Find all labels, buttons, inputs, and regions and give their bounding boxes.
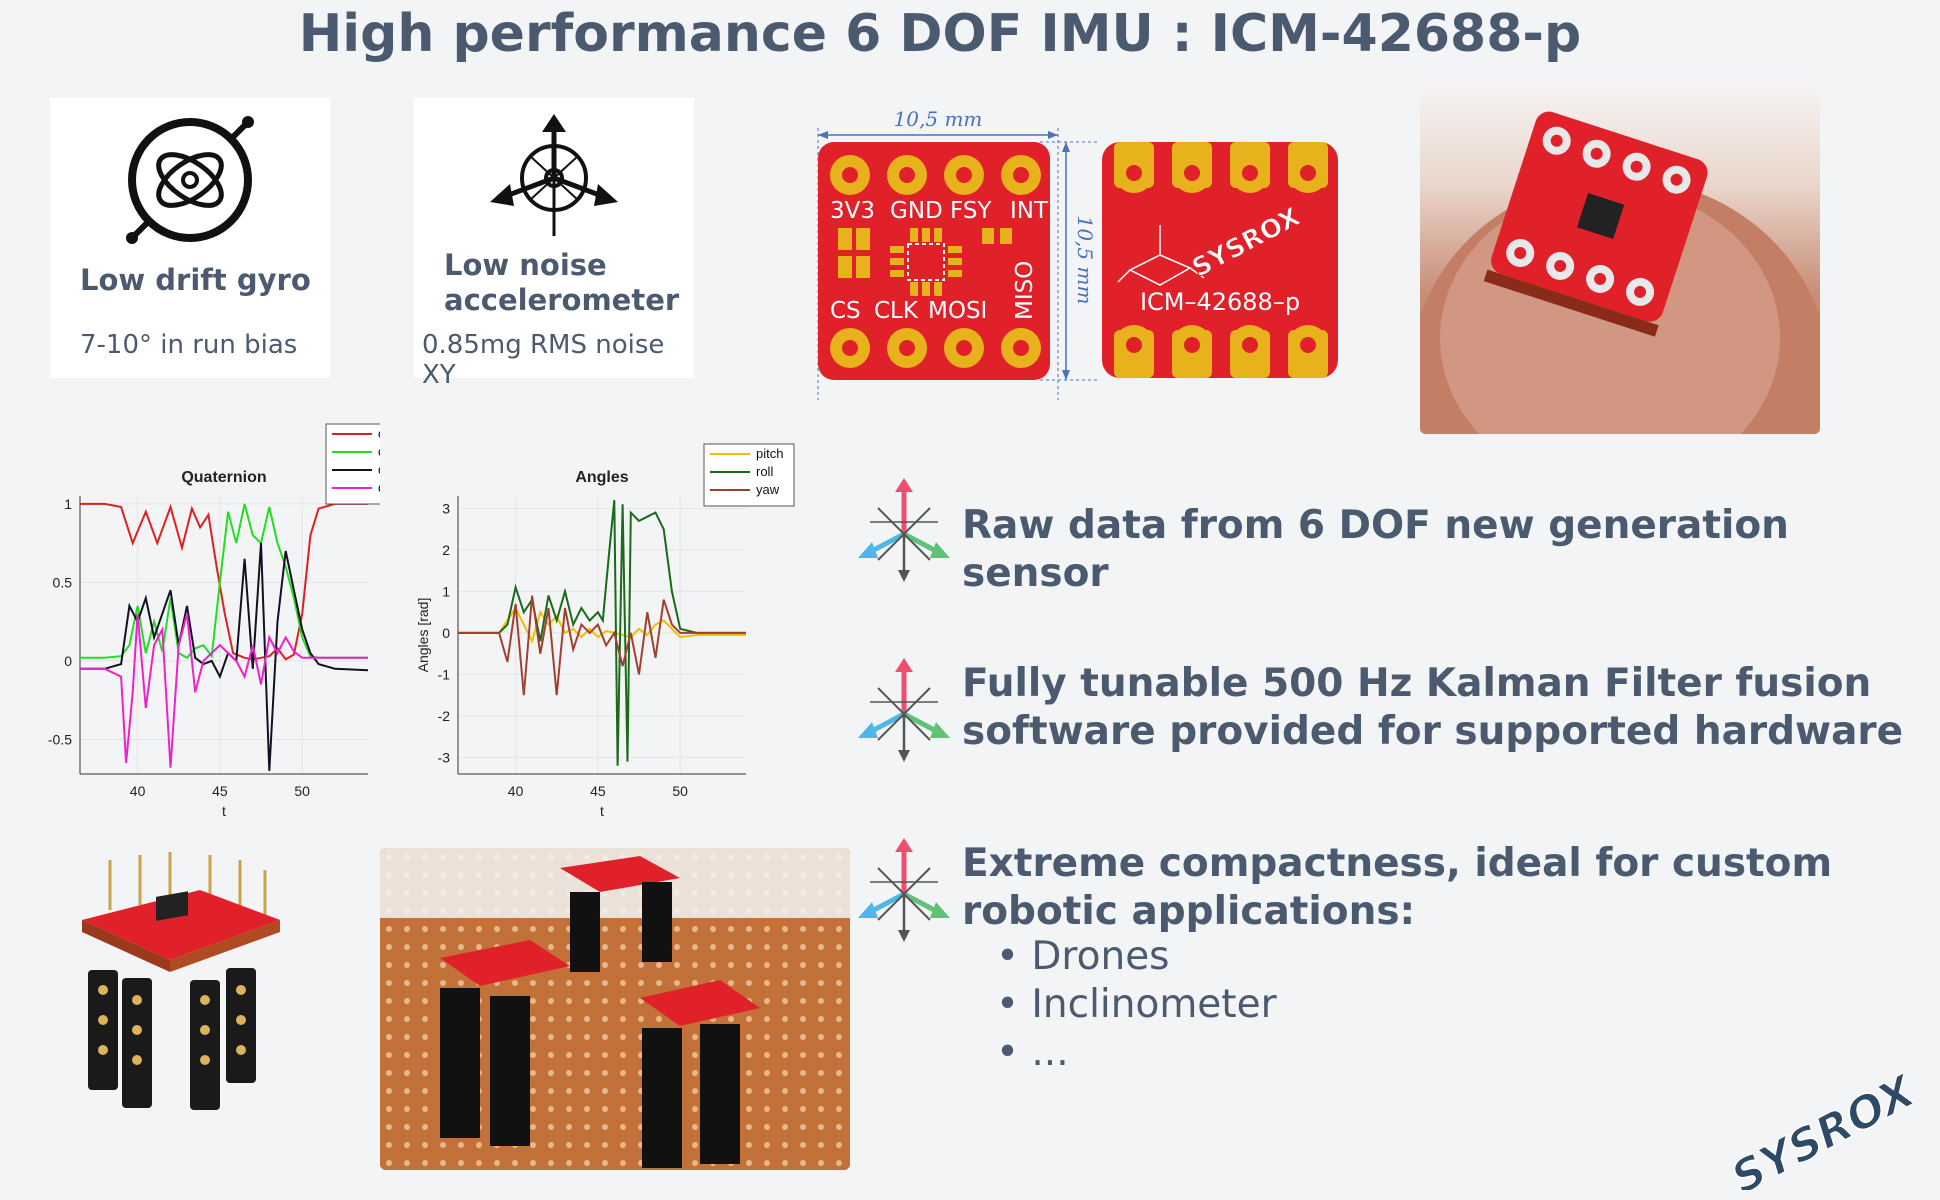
axes-icon-1 [858, 478, 950, 582]
y-tick-label: 0 [64, 653, 72, 669]
gyro-title: Low drift gyro [80, 263, 311, 297]
series-line-quatW [80, 502, 368, 661]
y-tick-label: 1 [442, 583, 450, 599]
finger-photo [1420, 78, 1820, 434]
gyro-card: Low drift gyro 7-10° in run bias [50, 98, 330, 378]
x-tick-label: 45 [212, 783, 228, 799]
chart-legend: pitch roll yaw [703, 443, 795, 507]
series-line-quatZ [80, 613, 368, 768]
accelerometer-title-line1: Low noise [444, 248, 607, 282]
legend-label-roll: roll [756, 464, 773, 479]
accelerometer-icon [490, 114, 618, 236]
feature-1-text: Raw data from 6 DOF new generation senso… [962, 503, 1789, 596]
accelerometer-subtitle: 0.85mg RMS noise XY [422, 330, 665, 390]
gyro-icon [126, 116, 254, 244]
gyro-subtitle: 7-10° in run bias [80, 330, 298, 360]
x-tick-label: 40 [130, 783, 146, 799]
angles-chart: 40 45 50 3 2 1 0 -1 -2 -3 Angles t Angles [rad] pitch… [415, 443, 795, 819]
dimension-h-label: 10,5 mm [894, 107, 983, 131]
series-line-yaw [458, 595, 746, 696]
logo-text: SYSROX [1730, 1070, 1925, 1190]
bullet-text-more: ... [1031, 1030, 1069, 1075]
feature-3-line1: Extreme compactness, ideal for custom [962, 841, 1833, 886]
legend-label-quatX: quatX [378, 444, 380, 459]
pcb-back-board [1102, 142, 1338, 378]
pcb-back-chip-label: ICM–42688–p [1140, 288, 1300, 316]
chart-title: Quaternion [181, 469, 266, 486]
x-tick-label: 40 [508, 783, 524, 799]
accelerometer-title-line2: accelerometer [444, 283, 680, 317]
y-tick-label: 2 [442, 542, 450, 558]
pin-label-gnd: GND [890, 198, 943, 224]
feature-2-line1: Fully tunable 500 Hz Kalman Filter fusio… [962, 661, 1872, 706]
legend-label-quatW: quatW [378, 426, 380, 441]
perfboard-photo [380, 848, 850, 1170]
legend-box [325, 423, 380, 505]
pin-label-clk: CLK [874, 298, 919, 324]
x-tick-label: 50 [672, 783, 688, 799]
y-tick-label: 3 [442, 500, 450, 516]
pin-label-cs: CS [830, 298, 861, 324]
legend-label-pitch: pitch [756, 446, 783, 461]
series-line-pitch [458, 605, 746, 644]
x-tick-label: 45 [590, 783, 606, 799]
y-tick-label: 1 [64, 496, 72, 512]
pcb-front-illustration: 10,5 mm 10,5 mm 3V3 GND FSY INT CS CLK M… [817, 107, 1100, 400]
chart-title: Angles [575, 469, 628, 486]
y-axis-label: Angles [rad] [415, 598, 431, 673]
bullet-item: • Drones [996, 934, 1170, 979]
legend-label-yaw: yaw [756, 482, 780, 497]
y-tick-label: 0.5 [53, 574, 73, 590]
y-tick-label: -3 [438, 749, 451, 765]
legend-label-quatY: quatY [378, 462, 380, 477]
stacked-module-photo [70, 850, 290, 1130]
bullet-item: • ... [996, 1030, 1069, 1075]
series-line-quatX [80, 503, 368, 660]
quaternion-chart: 40455010.50-0.5QuaterniontquatWquatXquat… [48, 423, 380, 819]
legend-label-quatZ: quatZ [378, 480, 380, 495]
x-axis-label: t [222, 803, 226, 819]
pcb-back-illustration: SYSROX ICM–42688–p [1102, 142, 1338, 378]
feature-3-line2: robotic applications: [962, 889, 1416, 934]
page-title: High performance 6 DOF IMU : ICM-42688-p [298, 4, 1582, 64]
bullet-text-inclinometer: Inclinometer [1031, 982, 1277, 1027]
x-tick-label: 50 [294, 783, 310, 799]
axes-icon-3 [858, 838, 950, 942]
sysrox-logo: SYSROX [1730, 1070, 1926, 1190]
pin-label-fsy: FSY [950, 198, 992, 224]
bullet-item: • Inclinometer [996, 982, 1277, 1027]
x-axis-label: t [600, 803, 604, 819]
accelerometer-card: Low noise accelerometer 0.85mg RMS noise… [414, 98, 694, 390]
y-tick-label: 0 [442, 625, 450, 641]
chart-legend: quatW quatX quatY quatZ [325, 423, 380, 505]
series-line-quatY [80, 543, 369, 771]
pin-label-miso: MISO [1012, 261, 1038, 320]
feature-2-line2: software provided for supported hardware [962, 709, 1904, 754]
pin-label-3v3: 3V3 [830, 198, 875, 224]
dimension-v-label: 10,5 mm [1073, 216, 1097, 305]
bullet-text-drones: Drones [1031, 934, 1170, 979]
y-tick-label: -2 [438, 708, 451, 724]
y-tick-label: -0.5 [48, 731, 72, 747]
pin-label-int: INT [1010, 198, 1049, 224]
pin-label-mosi: MOSI [928, 298, 987, 324]
pcb-front-board [818, 142, 1050, 380]
y-tick-label: -1 [438, 666, 451, 682]
axes-icon-2 [858, 658, 950, 762]
